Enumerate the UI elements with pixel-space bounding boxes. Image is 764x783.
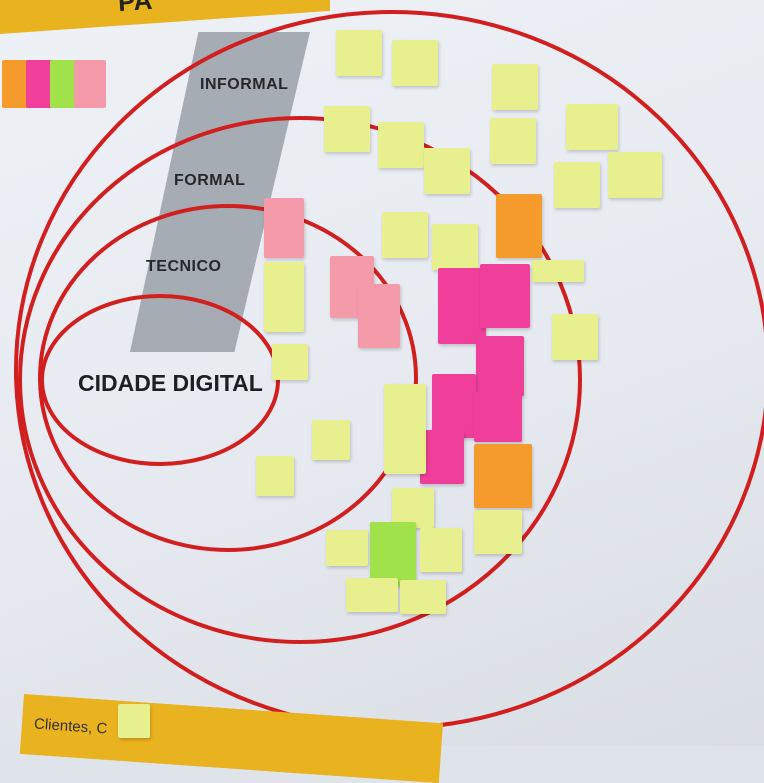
sticky-note[interactable] xyxy=(476,336,524,396)
level-label-formal: FORMAL xyxy=(174,172,246,189)
sticky-note[interactable] xyxy=(554,162,600,208)
sticky-note[interactable] xyxy=(272,344,308,380)
sticky-note[interactable] xyxy=(608,152,662,198)
sticky-note[interactable] xyxy=(432,224,478,270)
color-swatch xyxy=(2,60,30,108)
level-label-tecnico: TECNICO xyxy=(146,258,222,275)
ring-formal xyxy=(18,116,582,644)
sticky-note[interactable] xyxy=(358,284,400,348)
sticky-note[interactable] xyxy=(336,30,382,76)
color-swatch xyxy=(50,60,78,108)
sticky-note[interactable] xyxy=(312,420,350,460)
sticky-note[interactable] xyxy=(384,384,426,474)
ring-tecnico xyxy=(38,204,418,552)
sticky-note[interactable] xyxy=(532,260,584,282)
sticky-note[interactable] xyxy=(392,40,438,86)
sticky-note[interactable] xyxy=(492,64,538,110)
sticky-note[interactable] xyxy=(552,314,598,360)
sticky-note[interactable] xyxy=(378,122,424,168)
level-label-informal: INFORMAL xyxy=(200,76,289,93)
sticky-note[interactable] xyxy=(382,212,428,258)
sticky-note[interactable] xyxy=(474,392,522,442)
sticky-note[interactable] xyxy=(480,264,530,328)
sticky-note[interactable] xyxy=(264,198,304,258)
sticky-note[interactable] xyxy=(264,262,304,332)
sticky-note[interactable] xyxy=(432,374,476,438)
sticky-note[interactable] xyxy=(424,148,470,194)
sticky-note[interactable] xyxy=(400,580,446,614)
sticky-note[interactable] xyxy=(496,194,542,258)
sticky-note[interactable] xyxy=(256,456,294,496)
color-swatch xyxy=(26,60,54,108)
color-swatch xyxy=(74,60,106,108)
sticky-note[interactable] xyxy=(324,106,370,152)
sticky-note[interactable] xyxy=(346,578,398,612)
sticky-note[interactable] xyxy=(566,104,618,150)
sticky-note[interactable] xyxy=(420,430,464,484)
sticky-note[interactable] xyxy=(370,522,416,586)
core-label: CIDADE DIGITAL xyxy=(78,370,263,396)
sticky-note[interactable] xyxy=(392,488,434,528)
sticky-note[interactable] xyxy=(490,118,536,164)
sticky-note[interactable] xyxy=(474,510,522,554)
sticky-note[interactable] xyxy=(118,704,150,738)
sticky-note[interactable] xyxy=(438,268,486,344)
sticky-note[interactable] xyxy=(326,530,368,566)
sticky-note[interactable] xyxy=(474,444,532,508)
sticky-note[interactable] xyxy=(420,528,462,572)
ring-cidade-digital xyxy=(40,294,280,466)
